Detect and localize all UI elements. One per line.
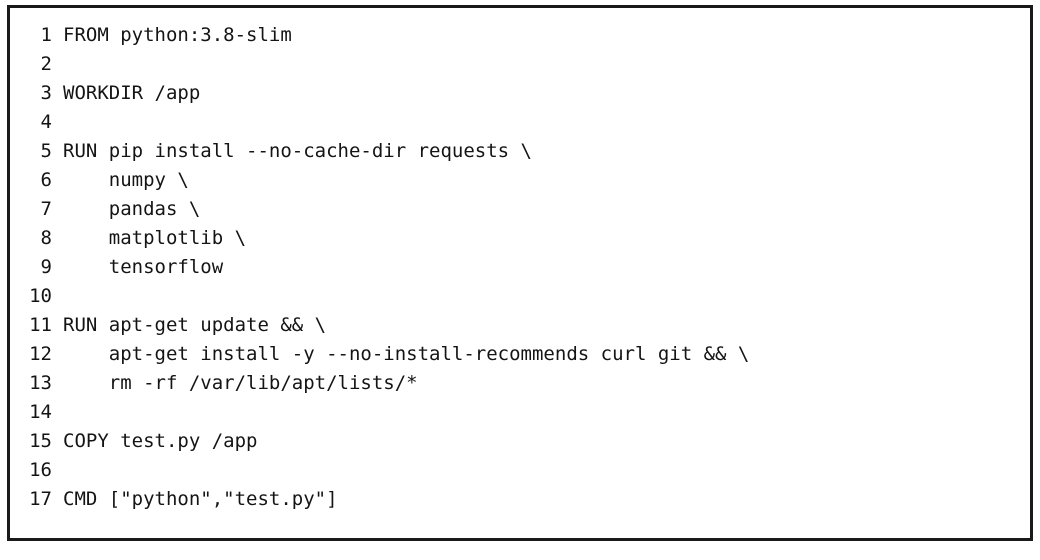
line-number: 3 — [40, 82, 52, 104]
code-line[interactable]: 13 rm -rf /var/lib/apt/lists/* — [10, 369, 1030, 398]
line-number: 6 — [40, 169, 52, 191]
line-content: tensorflow — [63, 256, 224, 278]
line-content: matplotlib \ — [63, 227, 247, 249]
line-number: 10 — [29, 285, 52, 307]
code-line[interactable]: 16 — [10, 456, 1030, 485]
code-line[interactable]: 8 matplotlib \ — [10, 224, 1030, 253]
code-line[interactable]: 1 FROM python:3.8-slim — [10, 21, 1030, 50]
line-content: RUN pip install --no-cache-dir requests … — [63, 140, 532, 162]
code-line[interactable]: 7 pandas \ — [10, 195, 1030, 224]
code-line[interactable]: 17 CMD ["python","test.py"] — [10, 485, 1030, 514]
code-line[interactable]: 15 COPY test.py /app — [10, 427, 1030, 456]
code-line[interactable]: 9 tensorflow — [10, 253, 1030, 282]
code-line[interactable]: 5 RUN pip install --no-cache-dir requests… — [10, 137, 1030, 166]
code-line[interactable]: 14 — [10, 398, 1030, 427]
line-content: RUN apt-get update && \ — [63, 314, 327, 336]
line-number: 16 — [29, 459, 52, 481]
line-content: FROM python:3.8-slim — [63, 24, 292, 46]
line-content: COPY test.py /app — [63, 430, 258, 452]
line-number: 13 — [29, 372, 52, 394]
line-number: 1 — [40, 24, 52, 46]
code-line[interactable]: 10 — [10, 282, 1030, 311]
line-content: numpy \ — [63, 169, 189, 191]
line-number: 5 — [40, 140, 52, 162]
line-number: 12 — [29, 343, 52, 365]
line-number: 8 — [40, 227, 52, 249]
code-line[interactable]: 2 — [10, 50, 1030, 79]
line-content: pandas \ — [63, 198, 201, 220]
line-content: apt-get install -y --no-install-recommen… — [63, 343, 750, 365]
line-number: 11 — [29, 314, 52, 336]
code-line[interactable]: 3 WORKDIR /app — [10, 79, 1030, 108]
line-number: 4 — [40, 111, 52, 133]
line-number: 7 — [40, 198, 52, 220]
line-number: 17 — [29, 488, 52, 510]
line-content: CMD ["python","test.py"] — [63, 488, 338, 510]
line-number: 9 — [40, 256, 52, 278]
code-line[interactable]: 4 — [10, 108, 1030, 137]
code-line[interactable]: 6 numpy \ — [10, 166, 1030, 195]
code-line[interactable]: 12 apt-get install -y --no-install-recom… — [10, 340, 1030, 369]
line-content: rm -rf /var/lib/apt/lists/* — [63, 372, 418, 394]
line-number: 14 — [29, 401, 52, 423]
code-line[interactable]: 11 RUN apt-get update && \ — [10, 311, 1030, 340]
line-content: WORKDIR /app — [63, 82, 201, 104]
line-number: 15 — [29, 430, 52, 452]
line-number: 2 — [40, 53, 52, 75]
